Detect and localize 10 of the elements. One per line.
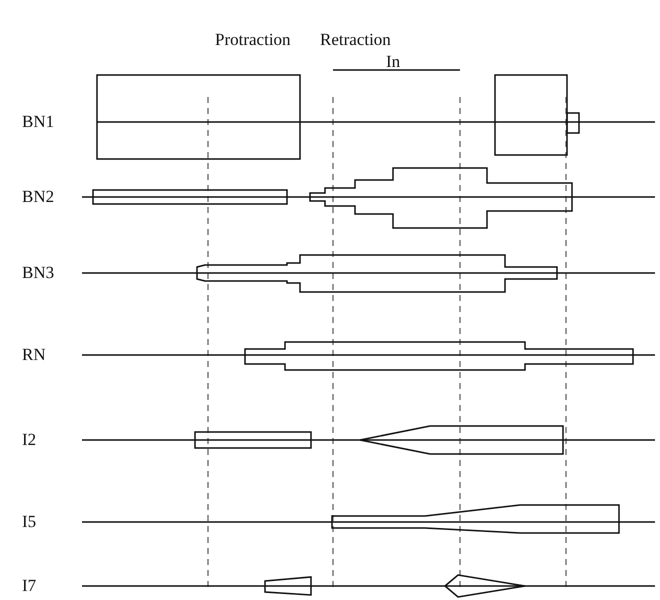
phase-label: Protraction xyxy=(215,30,291,50)
phase-label: Retraction xyxy=(320,30,391,50)
phase-label: In xyxy=(386,52,400,72)
neuron-label: BN1 xyxy=(22,112,54,132)
neuron-label: I5 xyxy=(22,512,36,532)
neuron-label: RN xyxy=(22,345,46,365)
neuron-label: BN2 xyxy=(22,187,54,207)
neuron-label: I2 xyxy=(22,430,36,450)
neuron-label: BN3 xyxy=(22,263,54,283)
neuron-label: I7 xyxy=(22,576,36,596)
